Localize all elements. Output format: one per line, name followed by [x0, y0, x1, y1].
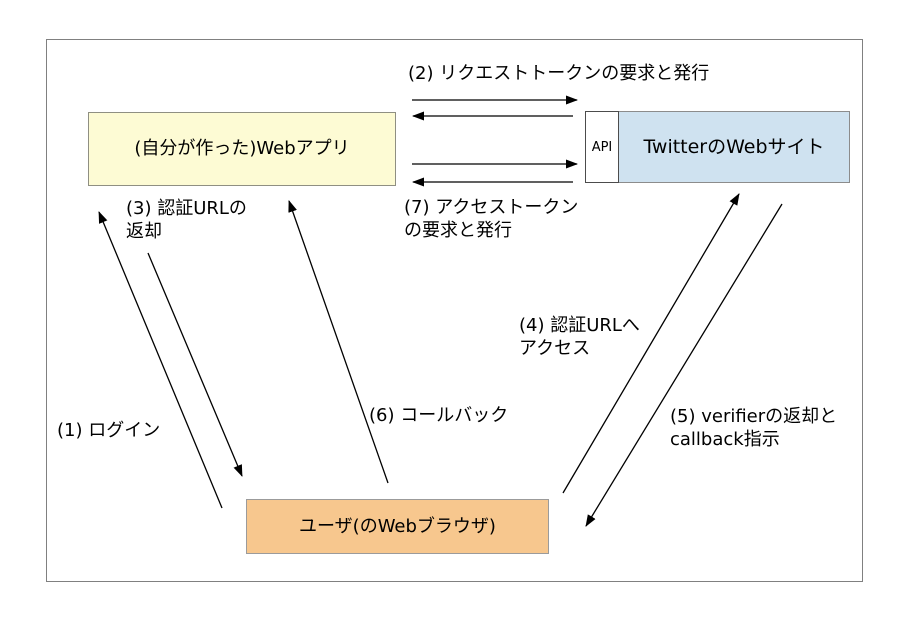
- twitter-site-label: TwitterのWebサイト: [643, 135, 825, 158]
- label-step5-verifier-return: (5) verifierの返却と callback指示: [670, 406, 838, 450]
- api-box: API: [585, 111, 619, 183]
- label-step3-auth-url-return: (3) 認証URLの 返却: [126, 198, 247, 242]
- user-browser-box: ユーザ(のWebブラウザ): [246, 499, 549, 554]
- api-label: API: [591, 139, 613, 155]
- label-step1-login: (1) ログイン: [57, 420, 161, 441]
- label-step6-callback: (6) コールバック: [369, 405, 509, 426]
- user-browser-label: ユーザ(のWebブラウザ): [299, 515, 496, 537]
- web-app-box: (自分が作った)Webアプリ: [88, 112, 396, 186]
- label-step4-auth-url-access: (4) 認証URLへ アクセス: [519, 315, 640, 359]
- label-step7-access-token: (7) アクセストークン の要求と発行: [404, 197, 579, 241]
- label-step2-request-token: (2) リクエストトークンの要求と発行: [408, 63, 710, 84]
- web-app-label: (自分が作った)Webアプリ: [134, 138, 350, 159]
- twitter-site-box: TwitterのWebサイト: [618, 111, 850, 183]
